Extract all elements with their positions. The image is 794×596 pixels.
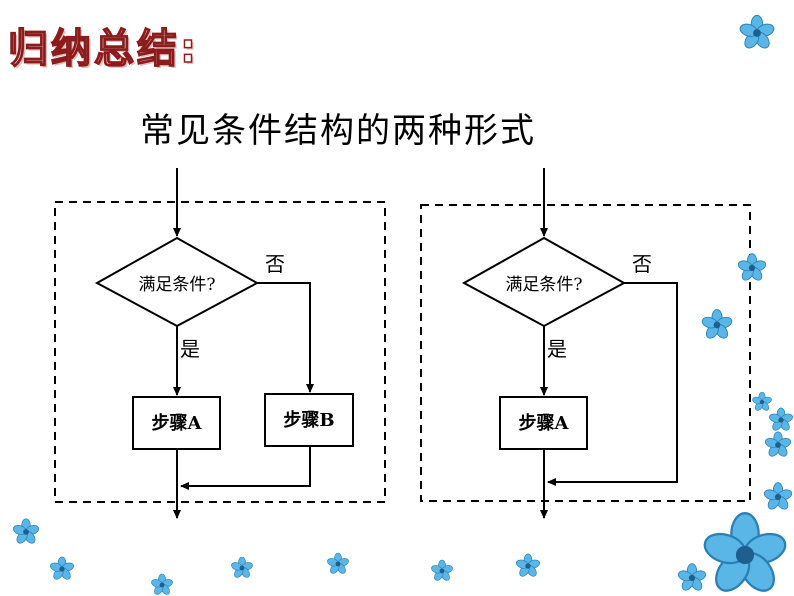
left-step-b-box	[264, 393, 354, 447]
left-step-a-label: 步骤A	[152, 412, 203, 434]
left-decision-label: 满足条件?	[138, 275, 215, 295]
right-step-a-label: 步骤A	[519, 412, 570, 434]
right-decision-label: 满足条件?	[505, 275, 582, 295]
left-no-arrow	[257, 282, 314, 393]
left-no-label: 否	[265, 252, 285, 276]
left-step-a-box	[132, 396, 221, 450]
right-yes-label: 是	[547, 337, 567, 361]
right-no-label: 否	[632, 252, 652, 276]
left-yes-label: 是	[180, 337, 200, 361]
left-dashed-frame	[54, 201, 386, 503]
left-merge-arrow	[180, 446, 311, 490]
right-dashed-frame	[420, 204, 751, 502]
right-no-bypass-arrow	[547, 282, 678, 486]
right-flowchart: 满足条件? 是 否 步骤A	[420, 168, 751, 519]
left-flowchart: 满足条件? 是 否 步骤A 步骤B	[54, 168, 386, 519]
slide-subtitle: 常见条件结构的两种形式	[140, 111, 536, 151]
slide-heading: 归纳总结:	[7, 25, 199, 73]
left-step-b-label: 步骤B	[283, 409, 334, 431]
